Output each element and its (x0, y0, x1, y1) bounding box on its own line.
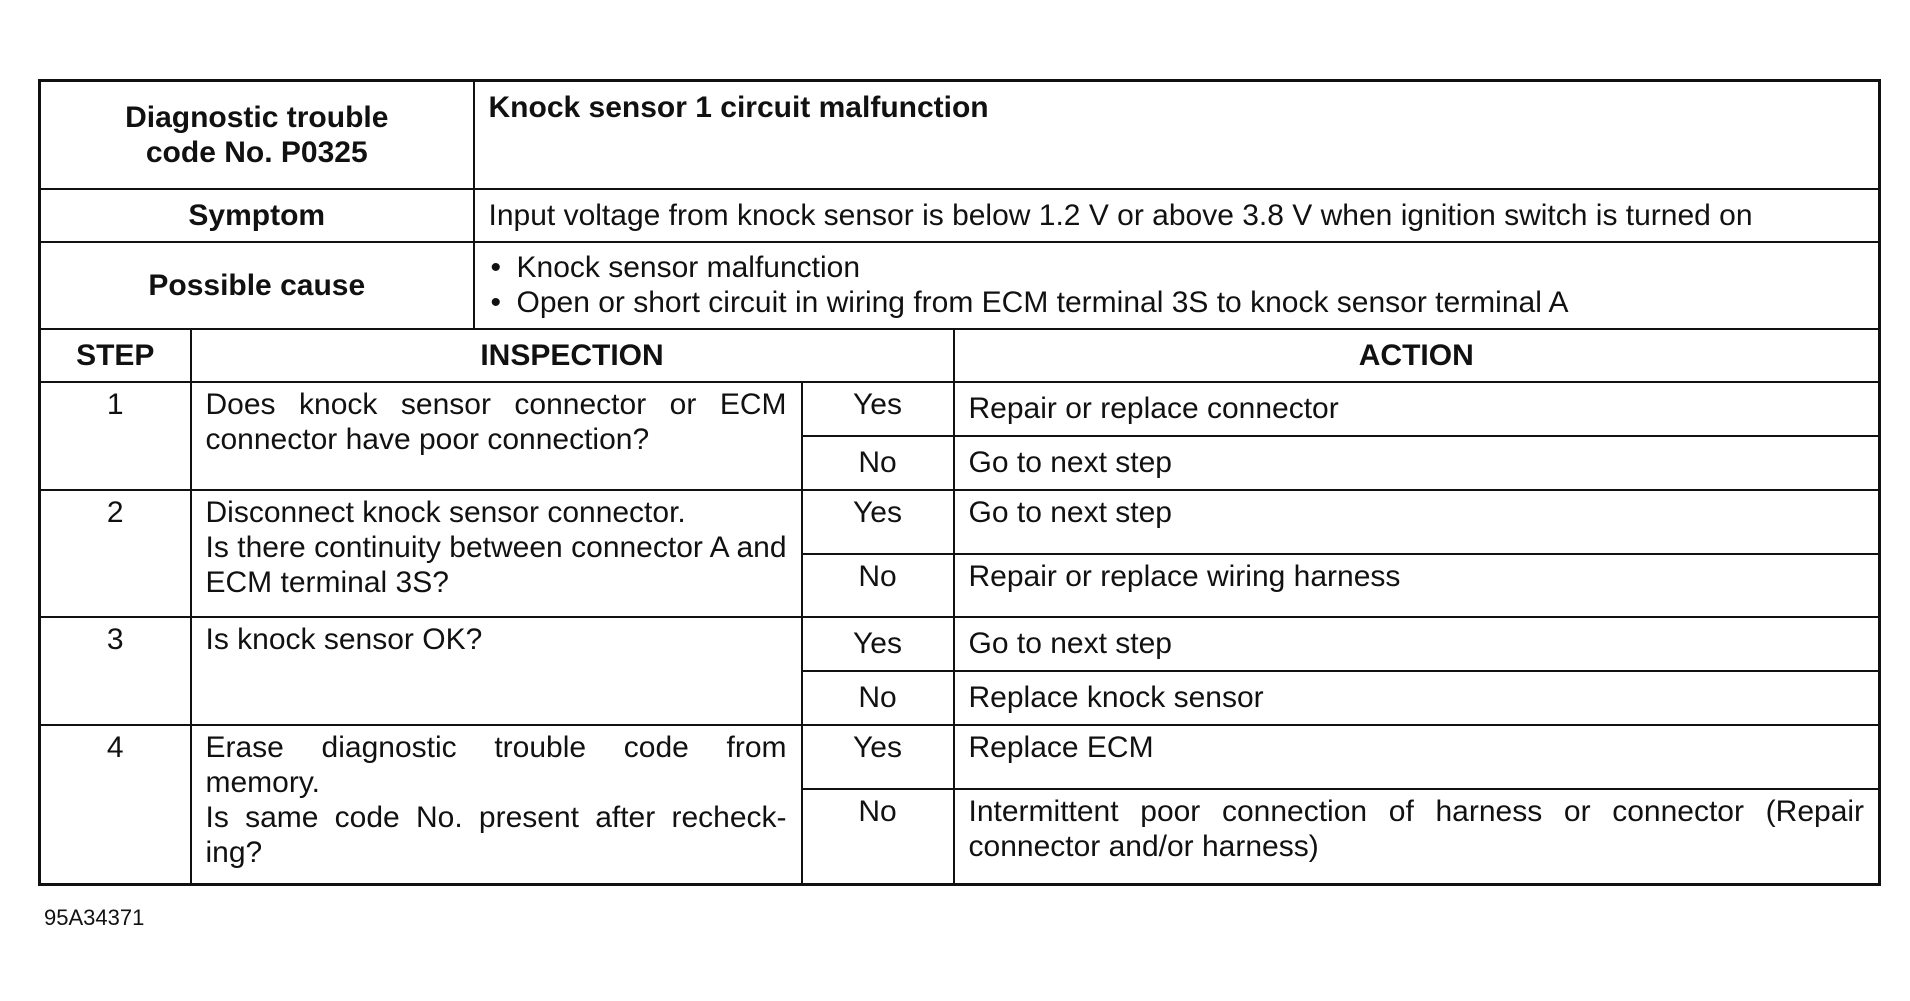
diagnostic-table: Diagnostic trouble code No. P0325 Knock … (38, 79, 1882, 886)
no-label: No (800, 552, 955, 618)
step-row-no: No Go to next step (40, 434, 1881, 491)
figure-number: 95A34371 (44, 905, 145, 930)
symptom-label: Symptom (38, 187, 475, 243)
cause-label: Possible cause (38, 240, 475, 330)
step-inspection: Is knock sensor OK? (189, 615, 803, 726)
column-header-row: STEP INSPECTION ACTION (38, 327, 1881, 383)
action-column-header: ACTION (952, 327, 1881, 383)
step-inspection: Erase diagnostic trouble code from memor… (189, 723, 803, 886)
yes-label: Yes (800, 380, 955, 437)
yes-action: Replace ECM (952, 723, 1881, 790)
no-action: Go to next step (952, 434, 1881, 491)
symptom-row: Symptom Input voltage from knock sensor … (38, 187, 1881, 243)
no-label: No (800, 434, 955, 491)
yes-label: Yes (800, 723, 955, 790)
step-row: 3 Is knock sensor OK? Yes Go to next ste… (38, 615, 1881, 726)
yes-action: Go to next step (952, 488, 1881, 555)
dtc-title: Knock sensor 1 circuit malfunction (488, 91, 989, 124)
no-action: Intermittent poor connection of harness … (952, 787, 1881, 886)
inspection-column-header: INSPECTION (189, 327, 955, 383)
step-row-no: No Repair or replace wiring harness (40, 552, 1881, 618)
step-row: 4 Erase diagnostic trouble code from mem… (38, 723, 1881, 886)
bullet-icon: • (490, 286, 502, 319)
dtc-value-cell: Knock sensor 1 circuit malfunction (472, 79, 1881, 190)
step-inspection: Disconnect knock sensor connector. Is th… (189, 488, 803, 618)
step-row: 1 Does knock sensor connector or ECM con… (38, 380, 1881, 491)
step-column-header: STEP (38, 327, 192, 383)
step-number: 2 (38, 488, 192, 618)
no-action: Replace knock sensor (952, 669, 1881, 726)
step-number: 1 (38, 380, 192, 491)
dtc-label-line2: code No. P0325 (145, 135, 368, 169)
step-inspection: Does knock sensor connector or ECM conne… (189, 380, 803, 491)
bullet-icon: • (490, 251, 502, 284)
yes-label: Yes (800, 615, 955, 672)
step-row-no: No Replace knock sensor (40, 669, 1881, 726)
cause-item: •Open or short circuit in wiring from EC… (490, 286, 1569, 319)
step-row-no: No Intermittent poor connection of harne… (40, 787, 1881, 886)
cause-list: •Knock sensor malfunction •Open or short… (489, 250, 1879, 320)
dtc-label-cell: Diagnostic trouble code No. P0325 (38, 79, 475, 190)
cause-item: •Knock sensor malfunction (490, 251, 861, 284)
yes-action: Repair or replace connector (952, 380, 1881, 437)
diagnostic-sheet: Diagnostic trouble code No. P0325 Knock … (38, 79, 1882, 886)
no-label: No (800, 669, 955, 726)
dtc-row: Diagnostic trouble code No. P0325 Knock … (38, 79, 1881, 190)
dtc-label-line1: Diagnostic trouble (125, 100, 389, 134)
step-number: 4 (38, 723, 192, 886)
no-action: Repair or replace wiring harness (952, 552, 1881, 618)
yes-action: Go to next step (952, 615, 1881, 672)
no-label: No (800, 787, 955, 886)
step-number: 3 (38, 615, 192, 726)
yes-label: Yes (800, 488, 955, 555)
cause-list-cell: •Knock sensor malfunction •Open or short… (472, 240, 1881, 330)
symptom-value: Input voltage from knock sensor is below… (472, 187, 1881, 243)
cause-row: Possible cause •Knock sensor malfunction… (38, 240, 1881, 330)
step-row: 2 Disconnect knock sensor connector. Is … (38, 488, 1881, 618)
